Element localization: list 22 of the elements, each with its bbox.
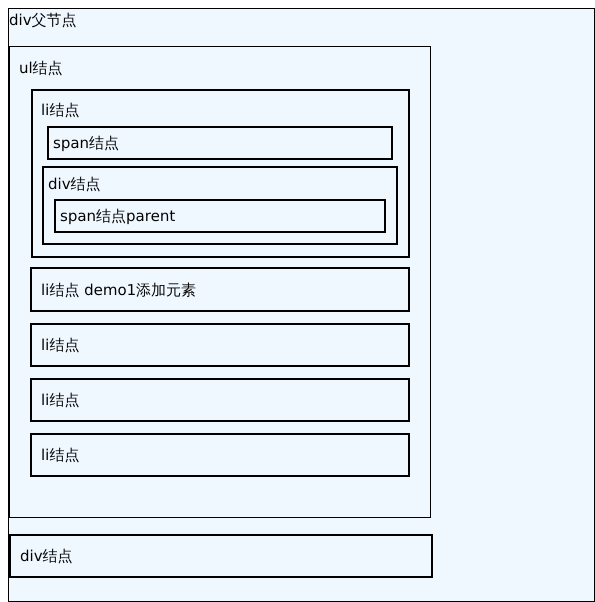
element-box (30, 323, 410, 367)
box-label: li结点 (41, 391, 80, 409)
box-label: li结点 (41, 336, 80, 354)
element-box (54, 199, 386, 233)
box-label: div结点 (20, 547, 73, 565)
box-label: li结点 demo1添加元素 (41, 281, 196, 299)
element-box (9, 46, 431, 518)
box-label: div结点 (48, 175, 101, 193)
box-label: div父节点 (9, 11, 77, 29)
box-label: ul结点 (19, 59, 63, 77)
box-label: span结点parent (60, 207, 176, 225)
element-box (31, 89, 410, 258)
element-box (30, 433, 410, 477)
element-box (30, 378, 410, 422)
element-box (30, 267, 410, 312)
element-box (42, 166, 398, 245)
box-label: li结点 (41, 101, 80, 119)
element-box (9, 534, 433, 578)
box-label: li结点 (41, 446, 80, 464)
box-label: span结点 (53, 134, 120, 152)
element-box (47, 126, 393, 160)
container-box (8, 8, 595, 602)
